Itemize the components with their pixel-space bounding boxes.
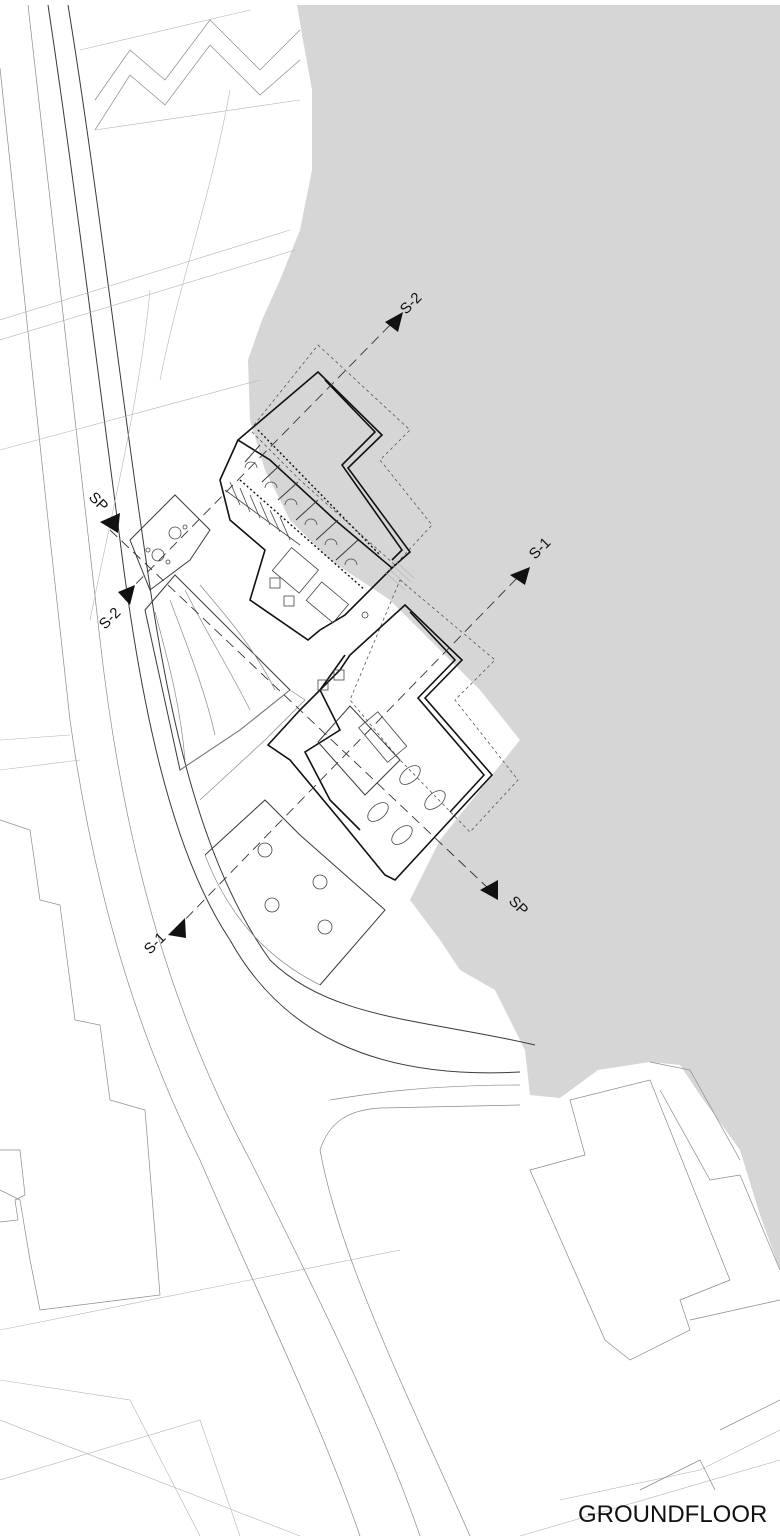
s2-south-label: S-2 bbox=[96, 604, 125, 633]
sp-north-arrow bbox=[100, 513, 120, 533]
section-cut-lines bbox=[109, 319, 521, 931]
s2-south-arrow bbox=[118, 585, 135, 605]
drawing-title: GROUNDFLOOR bbox=[578, 1501, 767, 1528]
s1-west-label: S-1 bbox=[141, 929, 170, 958]
road-curve bbox=[0, 4, 536, 1536]
s1-west-arrow bbox=[168, 918, 186, 938]
top-zigzag-path bbox=[79, 9, 301, 131]
sp-north-label: SP bbox=[85, 489, 111, 515]
s1-east-arrow bbox=[510, 567, 530, 585]
upper-terrace bbox=[129, 494, 211, 591]
sp-south-arrow bbox=[480, 880, 498, 900]
s2-north-arrow bbox=[385, 312, 403, 332]
building-north-block bbox=[219, 344, 433, 642]
lower-terrace bbox=[204, 799, 386, 986]
context-lines bbox=[0, 89, 780, 1536]
building-south-block bbox=[266, 579, 519, 881]
terrace-planters bbox=[144, 574, 306, 801]
neighbor-buildings-west bbox=[0, 819, 161, 1311]
neighbor-buildings-east bbox=[529, 1061, 780, 1491]
section-arrows bbox=[100, 312, 530, 938]
lake-area bbox=[248, 5, 780, 1270]
